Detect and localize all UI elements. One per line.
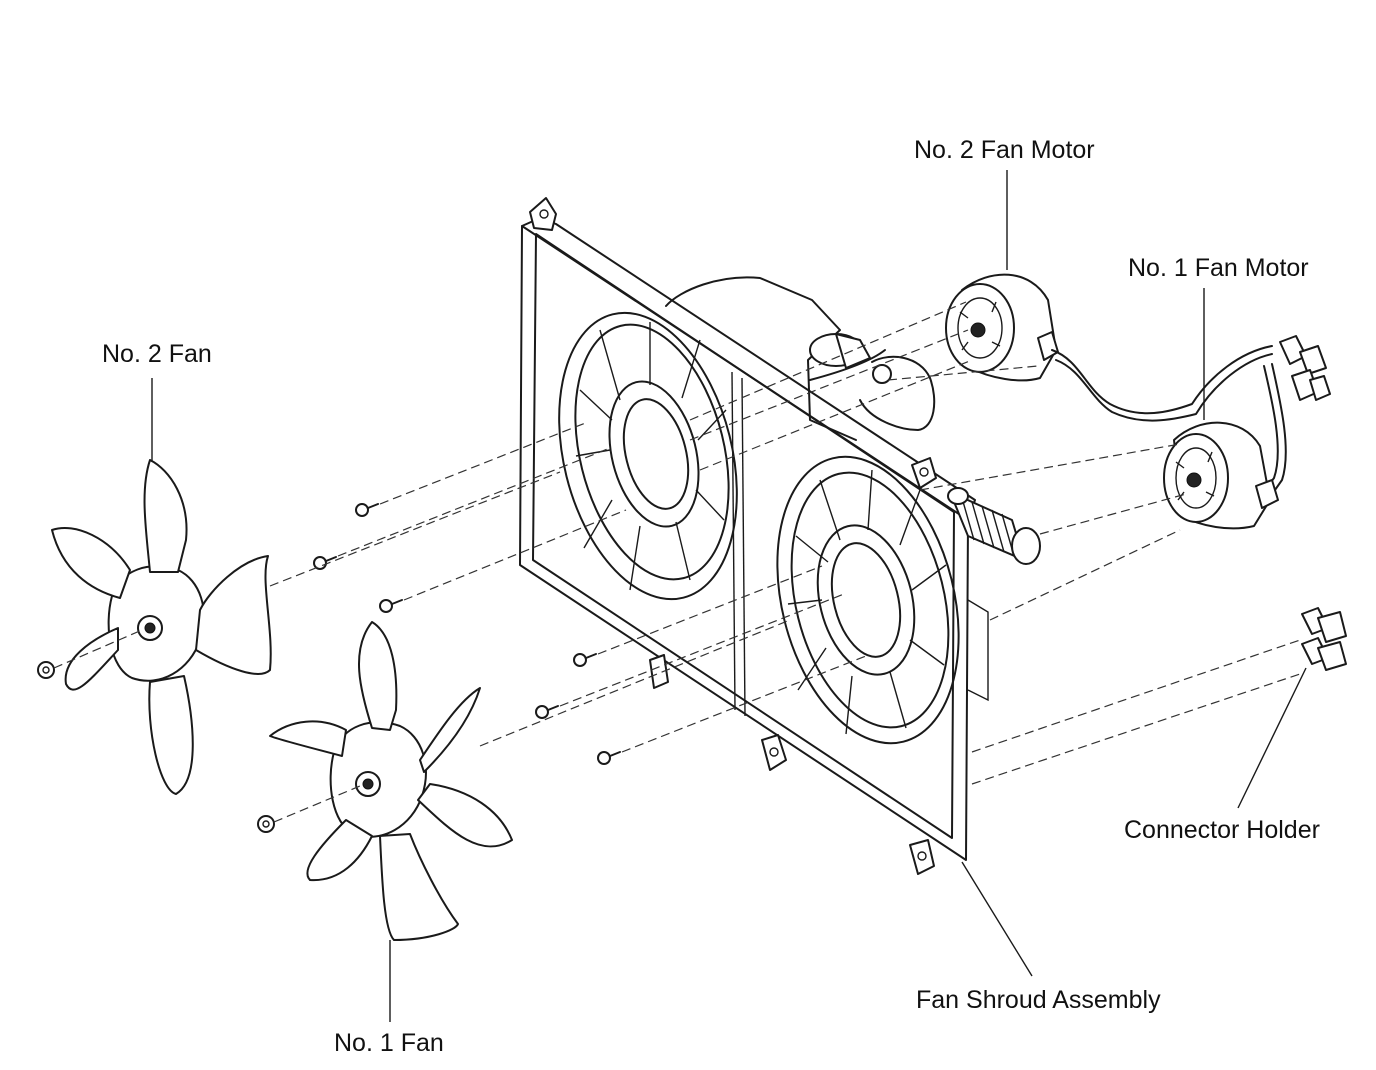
no2-fan-motor [945,273,1059,382]
no1-fan-motor [1163,421,1279,530]
bolt-6 [597,751,621,765]
label-no2-fan: No. 2 Fan [102,340,212,368]
shroud-opening-left [558,311,738,601]
bolt-3 [379,599,403,613]
bolt-5 [535,705,559,719]
label-connector-holder: Connector Holder [1124,816,1320,844]
bolt-1 [355,503,379,517]
shroud-hose-bellows [947,487,1041,565]
label-no2-fan-motor: No. 2 Fan Motor [914,136,1095,164]
assembly-guide-lines [53,301,1301,823]
nut-no1-fan [257,815,275,833]
nut-no2-fan [37,661,55,679]
fasteners [37,503,621,833]
motor-wire-harness [1051,335,1331,501]
shroud-opening-right [776,455,960,745]
label-no1-fan-motor: No. 1 Fan Motor [1128,254,1309,282]
no1-fan [269,621,513,941]
connector-holder [1301,607,1347,671]
no2-fan [51,459,272,795]
fan-shroud-assembly [519,197,1041,875]
bolt-2 [313,556,337,570]
leader-fan-shroud-assembly [961,861,1033,977]
leader-connector-holder [1237,667,1307,809]
leader-lines [151,170,1307,1022]
shroud-reservoir [665,276,936,441]
label-fan-shroud-assembly: Fan Shroud Assembly [916,986,1161,1014]
bolt-4 [573,653,597,667]
label-no1-fan: No. 1 Fan [334,1029,444,1057]
